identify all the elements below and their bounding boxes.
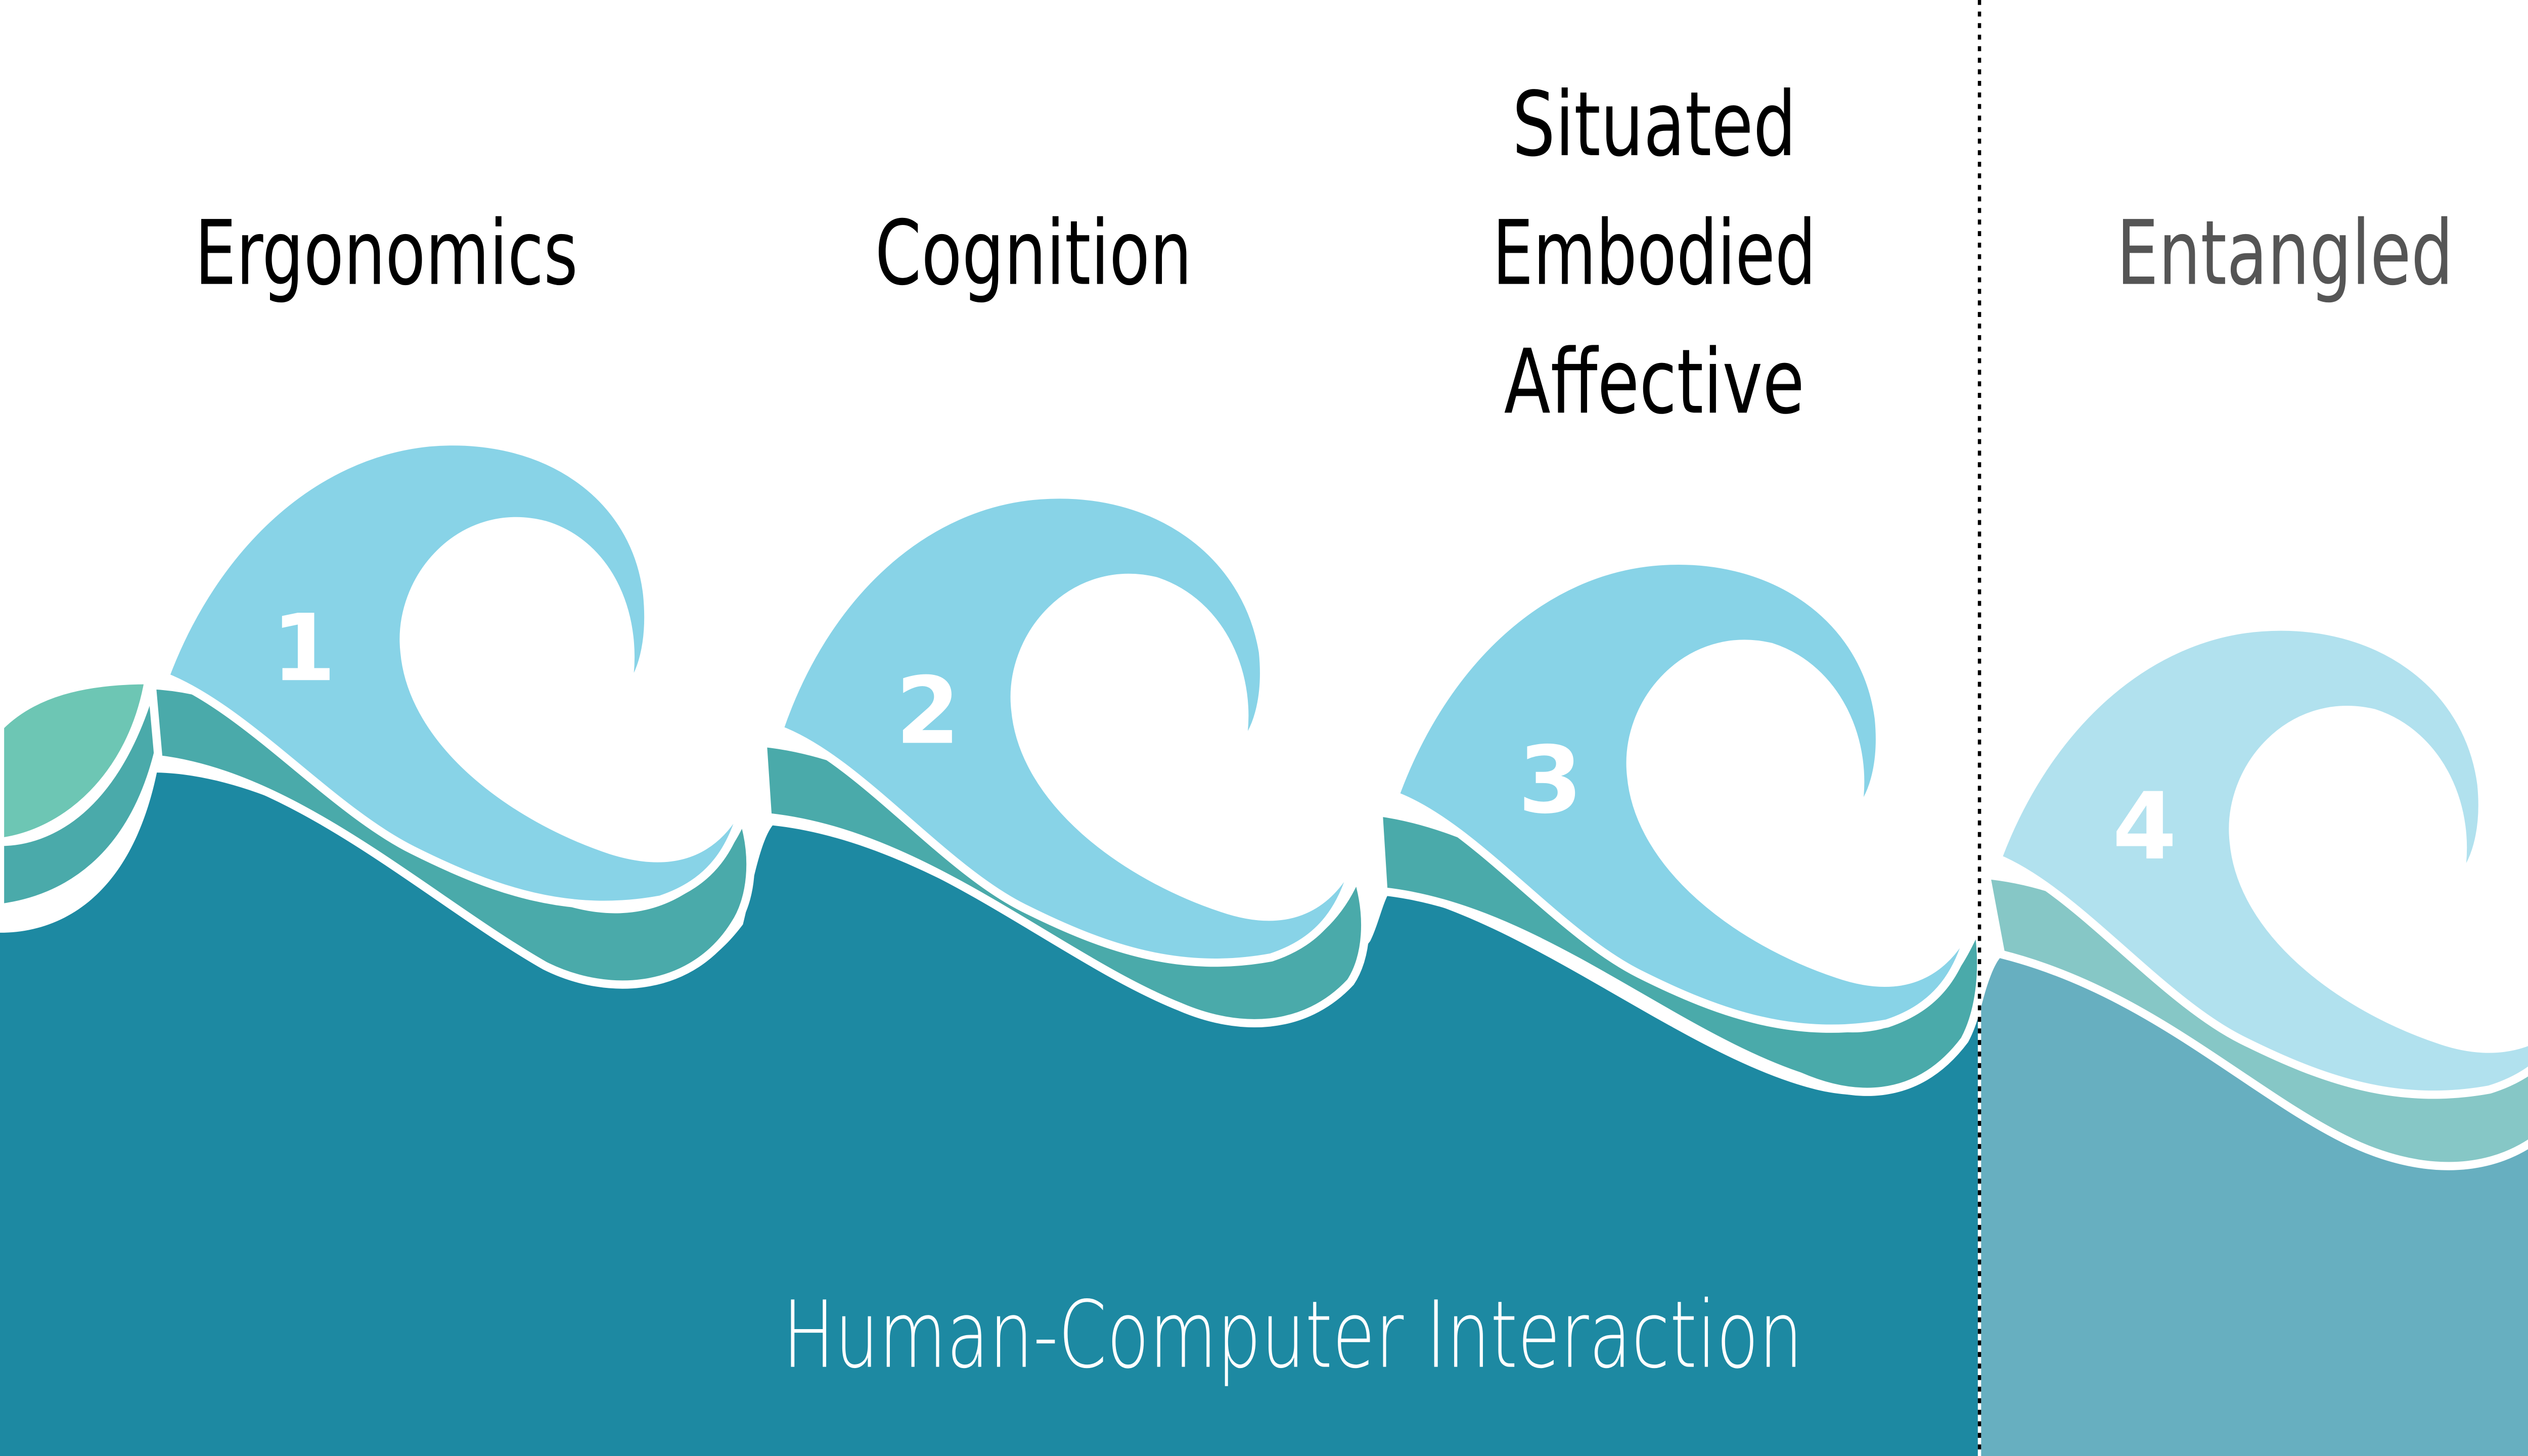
wave-number-3: 3 bbox=[1518, 727, 1583, 835]
wave-number-1: 1 bbox=[272, 595, 336, 702]
wave-label-affective: Affective bbox=[1504, 330, 1804, 434]
wave-label-ergonomics: Ergonomics bbox=[195, 201, 578, 305]
wave-number-2: 2 bbox=[895, 657, 960, 765]
wave-crest-1 bbox=[160, 437, 750, 909]
wave-crest-4 bbox=[1992, 622, 2528, 1099]
deep-sea-future bbox=[1981, 954, 2528, 1456]
wave-label-situated: Situated bbox=[1512, 72, 1796, 176]
footer-title: Human-Computer Interaction bbox=[783, 1282, 1803, 1389]
wave-crest-2 bbox=[774, 490, 1362, 967]
wave-crest-3 bbox=[1389, 556, 1977, 1033]
small-crest bbox=[0, 676, 154, 846]
wave-number-4: 4 bbox=[2112, 773, 2177, 881]
wave-label-embodied: Embodied bbox=[1493, 201, 1816, 305]
wave-label-cognition: Cognition bbox=[875, 201, 1192, 305]
deep-sea bbox=[0, 772, 1978, 1456]
wave-label-entangled: Entangled bbox=[2116, 201, 2453, 305]
